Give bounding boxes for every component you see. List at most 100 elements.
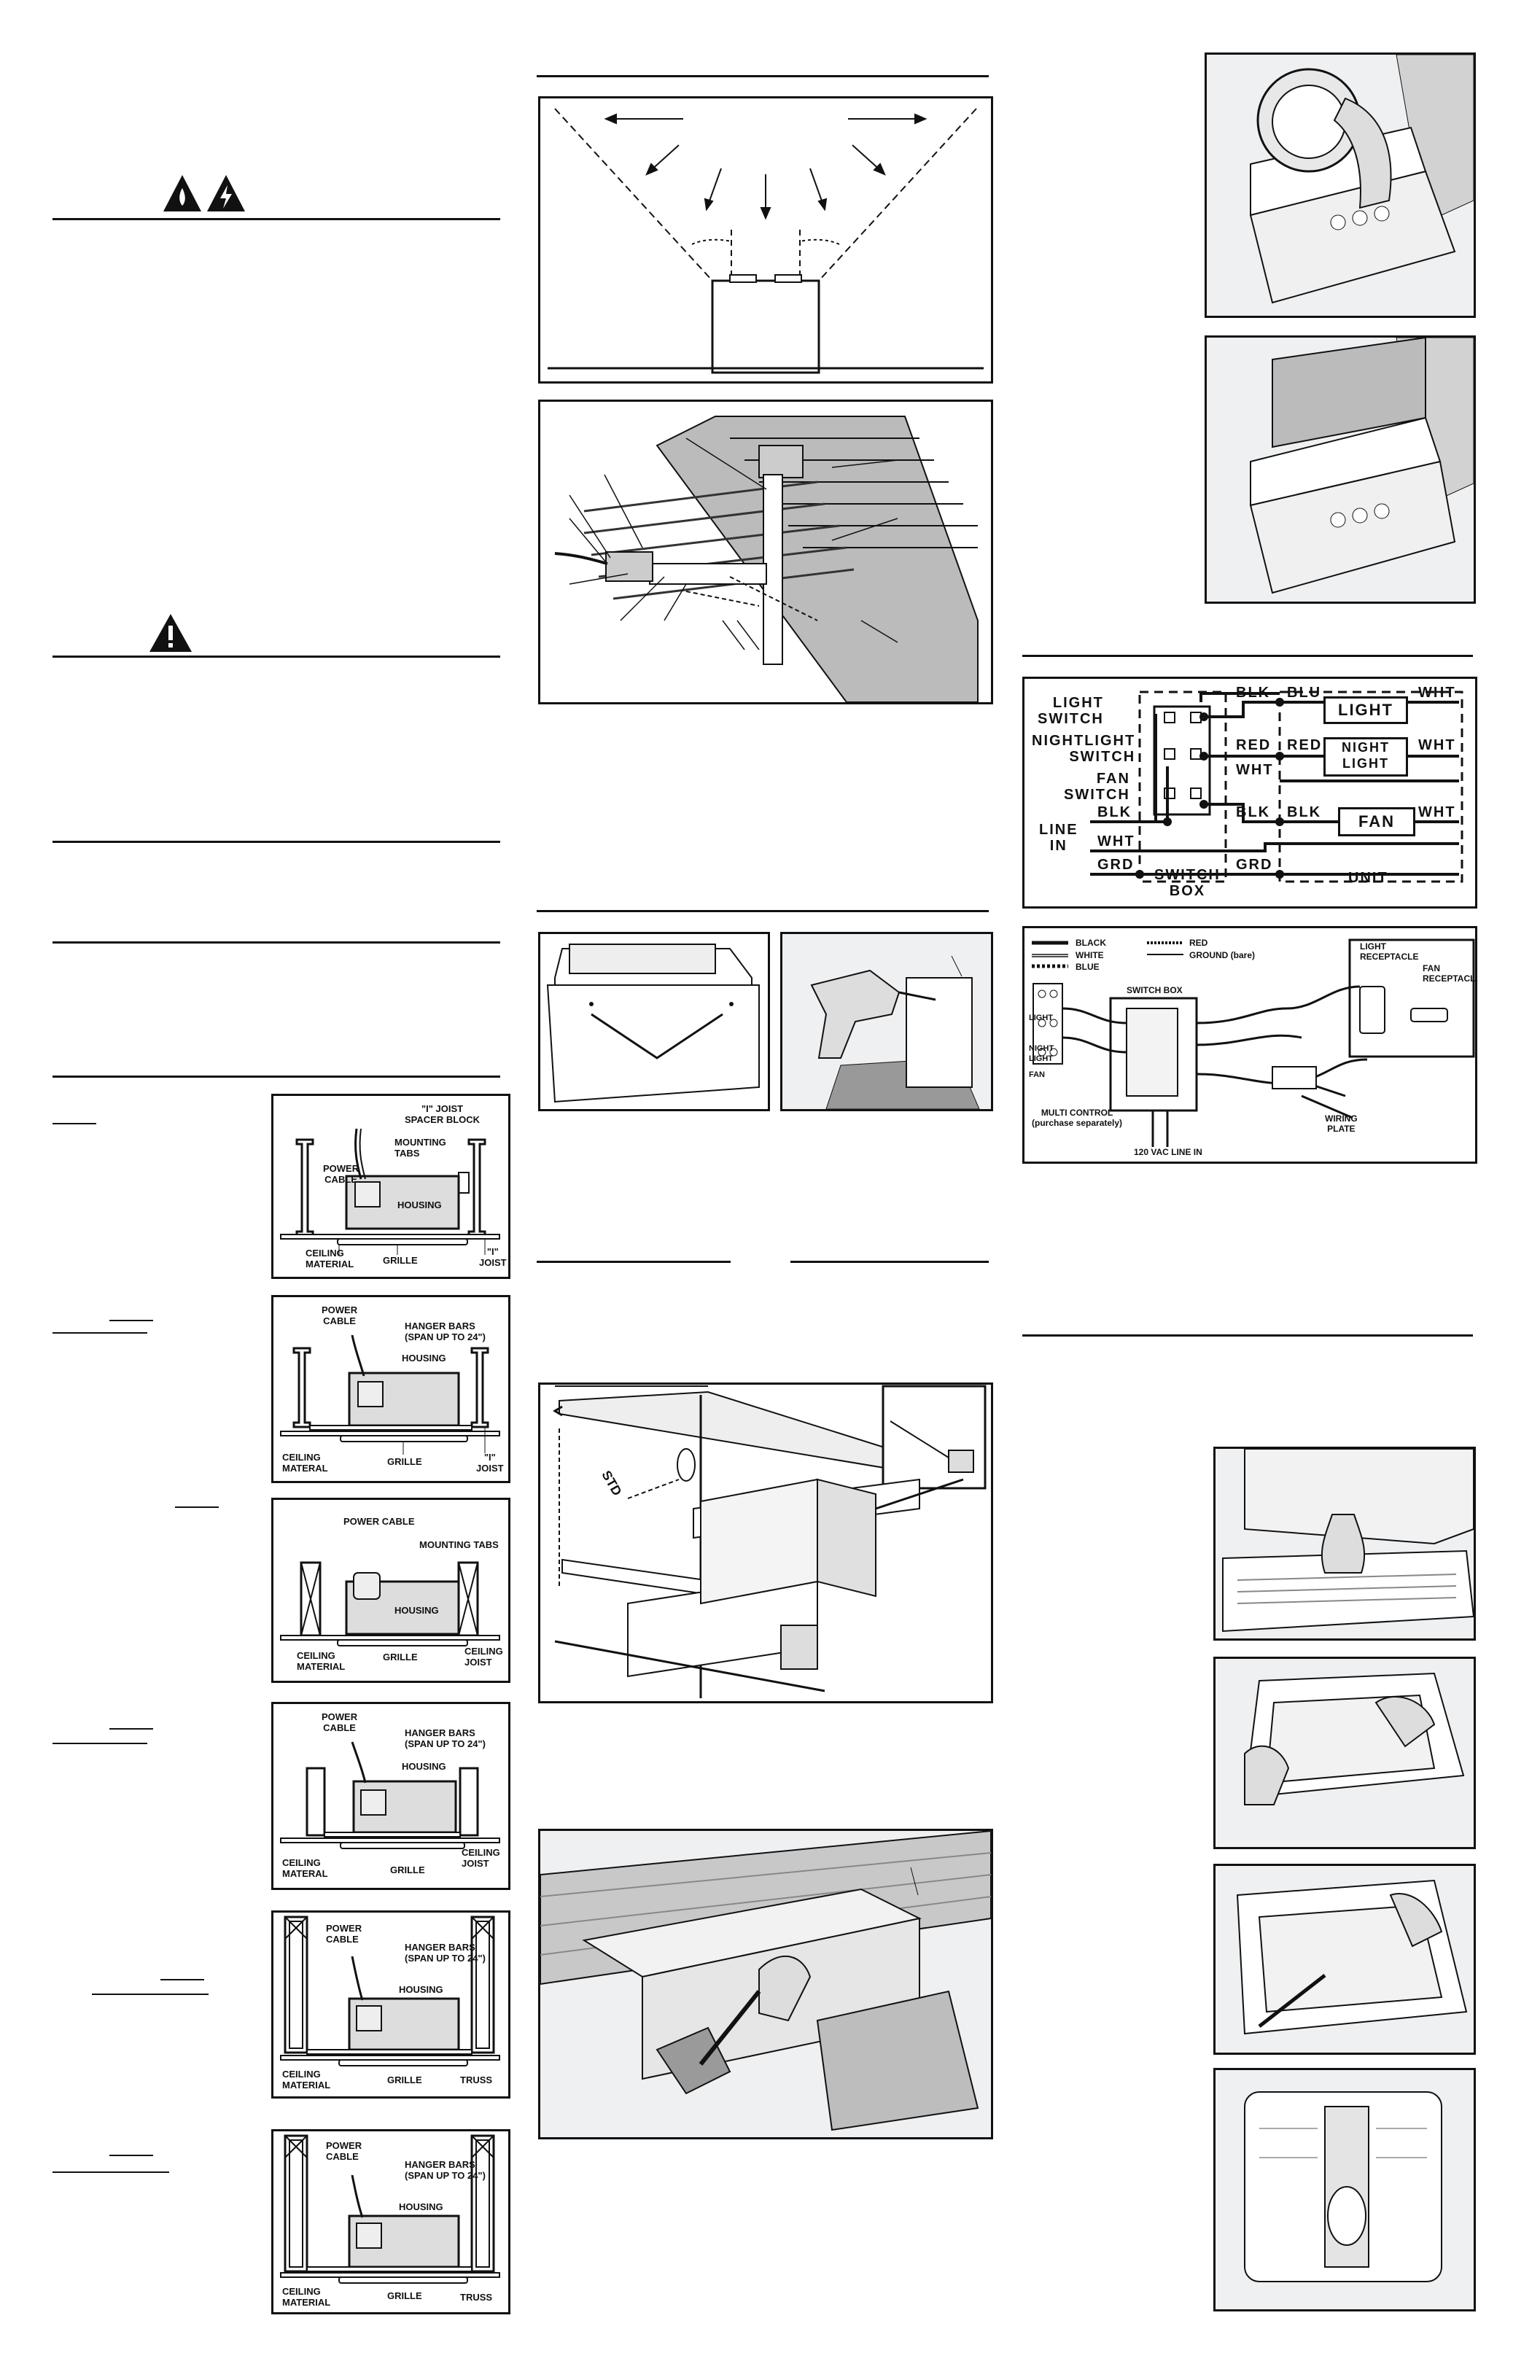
line-in-label: LINE IN [1039,822,1078,854]
light-switch-label: LIGHT SWITCH [1038,695,1104,727]
duct-connector-photo-2 [1205,335,1476,604]
joist-label: "I" JOIST [476,1452,504,1474]
ceiling-material-label: CEILING MATERIAL [306,1248,354,1269]
joist-label: "I" JOIST [479,1246,507,1268]
air-flow-diagram [538,96,993,384]
unit-label: UNIT [1348,870,1388,886]
underline-mark [52,1123,96,1124]
grille-photo-4 [1213,2068,1476,2311]
housing-template-illustration [538,932,770,1111]
power-cable-label: POWER CABLE [343,1516,415,1527]
underline-mark [160,1979,204,1980]
fan-receptacle-label: FAN RECEPTACLE [1423,963,1477,984]
housing-hanger-bar-assembly: STD [538,1382,993,1703]
power-cable-label: POWER CABLE [326,2140,362,2162]
ceiling-material-label: CEILING MATERAL [282,1452,328,1474]
hanger-bars-label: HANGER BARS (span up to 24") [405,2159,486,2181]
wire-grd-line: GRD [1097,857,1135,873]
light-component: LIGHT [1323,696,1408,724]
fire-warning-icon [163,175,245,211]
wiring-plate-label: WIRING PLATE [1325,1113,1358,1134]
divider [52,941,500,944]
ceiling-material-label: CEILING MATERIAL [282,2069,331,2091]
switch-box-label: SWITCH BOX [1127,985,1183,995]
divider [1022,1334,1473,1337]
mounting-diagram-ceiling-joist-tabs: POWER CABLE MOUNTING TABS HOUSING CEILIN… [271,1498,510,1683]
caution-icon [148,612,193,653]
grille-label: GRILLE [383,1255,418,1266]
wire-wht-fan: WHT [1418,804,1456,820]
light-receptacle-label: LIGHT RECEPTACLE [1360,941,1419,962]
wiring-detail-illustration: BLACK WHITE BLUE RED GROUND (bare) SWITC… [1022,926,1477,1164]
grille-label: GRILLE [383,1652,418,1662]
underline-mark [109,1728,153,1730]
housing-label: HOUSING [399,2201,443,2212]
mounting-tabs-label: MOUNTING TABS [419,1539,499,1550]
light-label: LIGHT [1029,1014,1053,1022]
mounting-tabs-label: MOUNTING TABS [394,1137,446,1159]
ceiling-material-label: CEILING MATERIAL [282,2286,331,2308]
housing-label: HOUSING [394,1605,439,1616]
divider [537,1261,731,1263]
underline-mark [52,1332,147,1334]
wiring-schematic: LIGHT SWITCH NIGHTLIGHT SWITCH FAN SWITC… [1022,677,1477,909]
mounting-diagram-ceiling-joist-hanger: POWER CABLE HANGER BARS (span up to 24")… [271,1702,510,1890]
mounting-diagram-truss-a: POWER CABLE HANGER BARS (span up to 24")… [271,1910,510,2099]
mounting-diagram-i-joist-tabs: "I" JOIST SPACER BLOCK MOUNTING TABS POW… [271,1094,510,1279]
ceiling-joist-label: CEILING JOIST [462,1847,500,1869]
underline-mark [52,1743,147,1744]
attic-ducting-illustration [538,400,993,704]
hanger-bars-label: HANGER BARS (span up to 24") [405,1942,486,1964]
legend-black: BLACK [1076,938,1106,948]
underline-mark [52,2171,169,2173]
underline-mark [109,2155,153,2156]
warning-icons [162,174,249,217]
legend-white: WHITE [1076,950,1104,960]
divider [52,1076,500,1078]
divider [1022,655,1473,657]
drill-illustration [780,932,993,1111]
joist-spacer-label: "I" JOIST SPACER BLOCK [405,1103,481,1125]
truss-label: TRUSS [460,2074,493,2085]
housing-label: HOUSING [397,1199,442,1210]
ceiling-material-label: CEILING MATERIAL [297,1650,346,1672]
nightlight-switch-label: NIGHTLIGHT SWITCH [1032,733,1136,765]
underline-mark [92,1994,209,1995]
underline-mark [109,1320,153,1321]
power-cable-label: POWER CABLE [322,1304,358,1326]
underline-mark [175,1506,219,1508]
housing-install-illustration [538,1829,993,2139]
wire-wht-night: WHT [1418,737,1456,753]
wire-wht-light: WHT [1418,685,1456,701]
duct-connector-photo-1 [1205,52,1476,318]
divider [52,841,500,843]
fan-switch-label: FAN SWITCH [1064,771,1130,803]
grille-label: GRILLE [387,2074,422,2085]
housing-label: HOUSING [402,1761,446,1772]
grille-label: GRILLE [387,2290,422,2301]
grille-label: GRILLE [390,1864,425,1875]
ceiling-joist-label: CEILING JOIST [464,1646,503,1668]
multi-control-label: MULTI CONTROL (purchase separately) [1032,1108,1123,1128]
wire-blk-1: BLK [1236,685,1271,701]
wire-wht-mid: WHT [1236,762,1274,778]
housing-label: HOUSING [399,1984,443,1995]
grille-photo-2 [1213,1657,1476,1849]
legend-ground: GROUND (bare) [1189,950,1256,960]
ceiling-material-label: CEILING MATERAL [282,1857,328,1879]
switch-box-label: SWITCH BOX [1154,867,1221,899]
mounting-diagram-i-joist-hanger: POWER CABLE HANGER BARS (span up to 24")… [271,1295,510,1483]
divider [790,1261,989,1263]
wire-blk-3: BLK [1287,804,1322,820]
housing-label: HOUSING [402,1353,446,1364]
hanger-bars-label: HANGER BARS (span up to 24") [405,1727,486,1749]
fan-component: FAN [1338,807,1415,836]
truss-label: TRUSS [460,2292,493,2303]
night-light-label: NIGHT LIGHT [1029,1044,1054,1063]
legend-blue: BLUE [1076,962,1100,972]
night-light-component: NIGHT LIGHT [1323,737,1408,777]
fan-label: FAN [1029,1070,1045,1079]
power-cable-label: POWER CABLE [322,1711,358,1733]
wire-red-1: RED [1236,737,1272,753]
wire-wht-line: WHT [1097,833,1135,849]
